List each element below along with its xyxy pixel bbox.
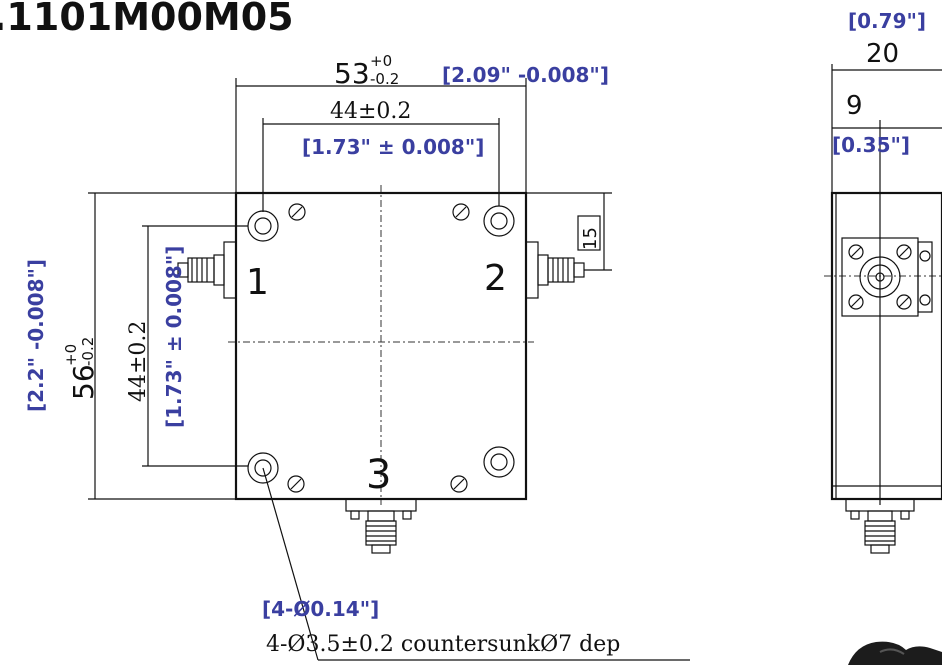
side-housing-outline xyxy=(830,191,942,501)
hole-note: 4-Ø3.5±0.2 countersunkØ7 dep xyxy=(266,632,620,657)
port-label-1: 1 xyxy=(246,262,269,303)
svg-text:-0.2: -0.2 xyxy=(79,337,97,366)
svg-text:-0.2: -0.2 xyxy=(370,70,399,88)
side-bottom-connector xyxy=(845,498,915,554)
port-offset-dimension: 15 xyxy=(580,227,601,250)
side-connector-face xyxy=(841,237,933,317)
screw-icon xyxy=(450,475,468,493)
side-offset-inch: [0.35"] xyxy=(832,133,910,157)
side-offset-dimension: 9 xyxy=(846,91,863,121)
top-hole-spacing: 44±0.2 xyxy=(330,99,411,124)
product-photo xyxy=(848,641,942,665)
screw-icon xyxy=(287,475,305,493)
hole-note-inch: [4-Ø0.14"] xyxy=(262,597,379,621)
left-hole-spacing-inch: [1.73" ± 0.008"] xyxy=(162,246,186,428)
svg-text:56: 56 xyxy=(67,364,100,400)
width-dimension: 53 +0 -0.2 xyxy=(334,52,399,90)
screw-icon xyxy=(896,244,912,260)
svg-text:+0: +0 xyxy=(62,344,80,366)
top-hole-spacing-inch: [1.73" ± 0.008"] xyxy=(302,135,484,159)
port-label-3: 3 xyxy=(366,452,391,498)
svg-text:+0: +0 xyxy=(370,52,392,70)
left-hole-spacing: 44±0.2 xyxy=(126,321,151,402)
screw-icon xyxy=(848,294,864,310)
svg-text:53: 53 xyxy=(334,57,370,90)
sma-connector-port-2 xyxy=(525,241,585,299)
part-number-title: .1101M00M05 xyxy=(0,0,294,39)
screw-icon xyxy=(452,203,470,221)
mounting-hole xyxy=(483,446,515,478)
front-view: 1 2 3 53 +0 -0.2 [2.09" -0.008"] 44±0.2 … xyxy=(24,52,690,661)
port-label-2: 2 xyxy=(484,258,507,299)
sma-connector-port-3 xyxy=(345,498,417,554)
mounting-hole xyxy=(247,210,279,242)
screw-icon xyxy=(288,203,306,221)
side-view: [0.79"] 20 9 [0.35"] xyxy=(824,9,942,554)
screw-icon xyxy=(896,294,912,310)
side-width-dimension: 20 xyxy=(866,39,899,69)
mounting-hole xyxy=(247,452,279,484)
height-inch-label: [2.2" -0.008"] xyxy=(24,259,48,412)
height-dimension: 56 +0 -0.2 xyxy=(62,337,100,400)
sma-connector-port-1 xyxy=(177,241,237,299)
side-width-inch: [0.79"] xyxy=(848,9,926,33)
screw-icon xyxy=(848,244,864,260)
mounting-hole xyxy=(483,205,515,237)
width-inch-label: [2.09" -0.008"] xyxy=(442,63,609,87)
